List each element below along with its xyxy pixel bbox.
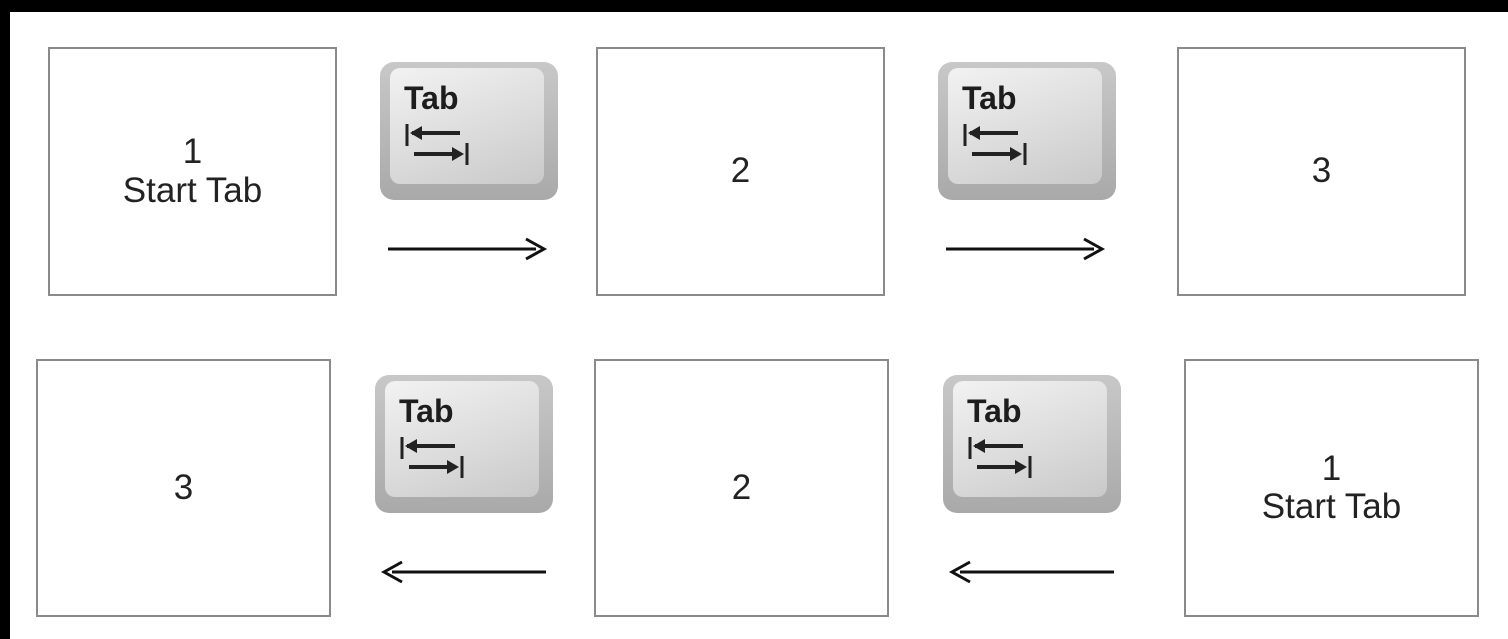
diagram-canvas: 1 Start Tab Tab 2 Tab: [10, 12, 1508, 639]
tab-arrows-icon: [400, 437, 464, 478]
tab-key-label: Tab: [967, 393, 1022, 429]
tab-key-label: Tab: [962, 80, 1017, 116]
box-label: Start Tab: [1261, 487, 1402, 526]
key-face: Tab: [953, 381, 1107, 497]
arrow-right-icon: [946, 237, 1106, 261]
arrow-right-icon: [388, 237, 548, 261]
top-box-3: 3: [1177, 47, 1466, 296]
key-face: Tab: [948, 68, 1102, 184]
arrow-left-icon: [380, 560, 546, 584]
tab-arrows-icon: [405, 124, 469, 165]
arrow-left-icon: [948, 560, 1114, 584]
bottom-box-3: 3: [36, 359, 331, 617]
tab-key-label: Tab: [399, 393, 454, 429]
box-number: 2: [730, 151, 751, 191]
tab-key-2: Tab: [938, 62, 1116, 200]
key-face: Tab: [390, 68, 544, 184]
box-number: 3: [173, 467, 194, 507]
box-label: Start Tab: [122, 170, 263, 210]
tab-key-label: Tab: [404, 80, 459, 116]
box-number: 3: [1311, 151, 1332, 191]
tab-key-3: Tab: [375, 375, 553, 513]
tab-arrows-icon: [968, 437, 1032, 478]
tab-key-1: Tab: [380, 62, 558, 200]
bottom-box-2: 2: [594, 359, 889, 617]
key-face: Tab: [385, 381, 539, 497]
box-number: 1: [1321, 448, 1342, 488]
bottom-box-1: 1 Start Tab: [1184, 359, 1479, 617]
top-box-1: 1 Start Tab: [48, 47, 337, 296]
tab-key-4: Tab: [943, 375, 1121, 513]
box-number: 1: [182, 132, 203, 171]
tab-arrows-icon: [963, 124, 1027, 165]
box-number: 2: [731, 467, 752, 507]
top-box-2: 2: [596, 47, 885, 296]
